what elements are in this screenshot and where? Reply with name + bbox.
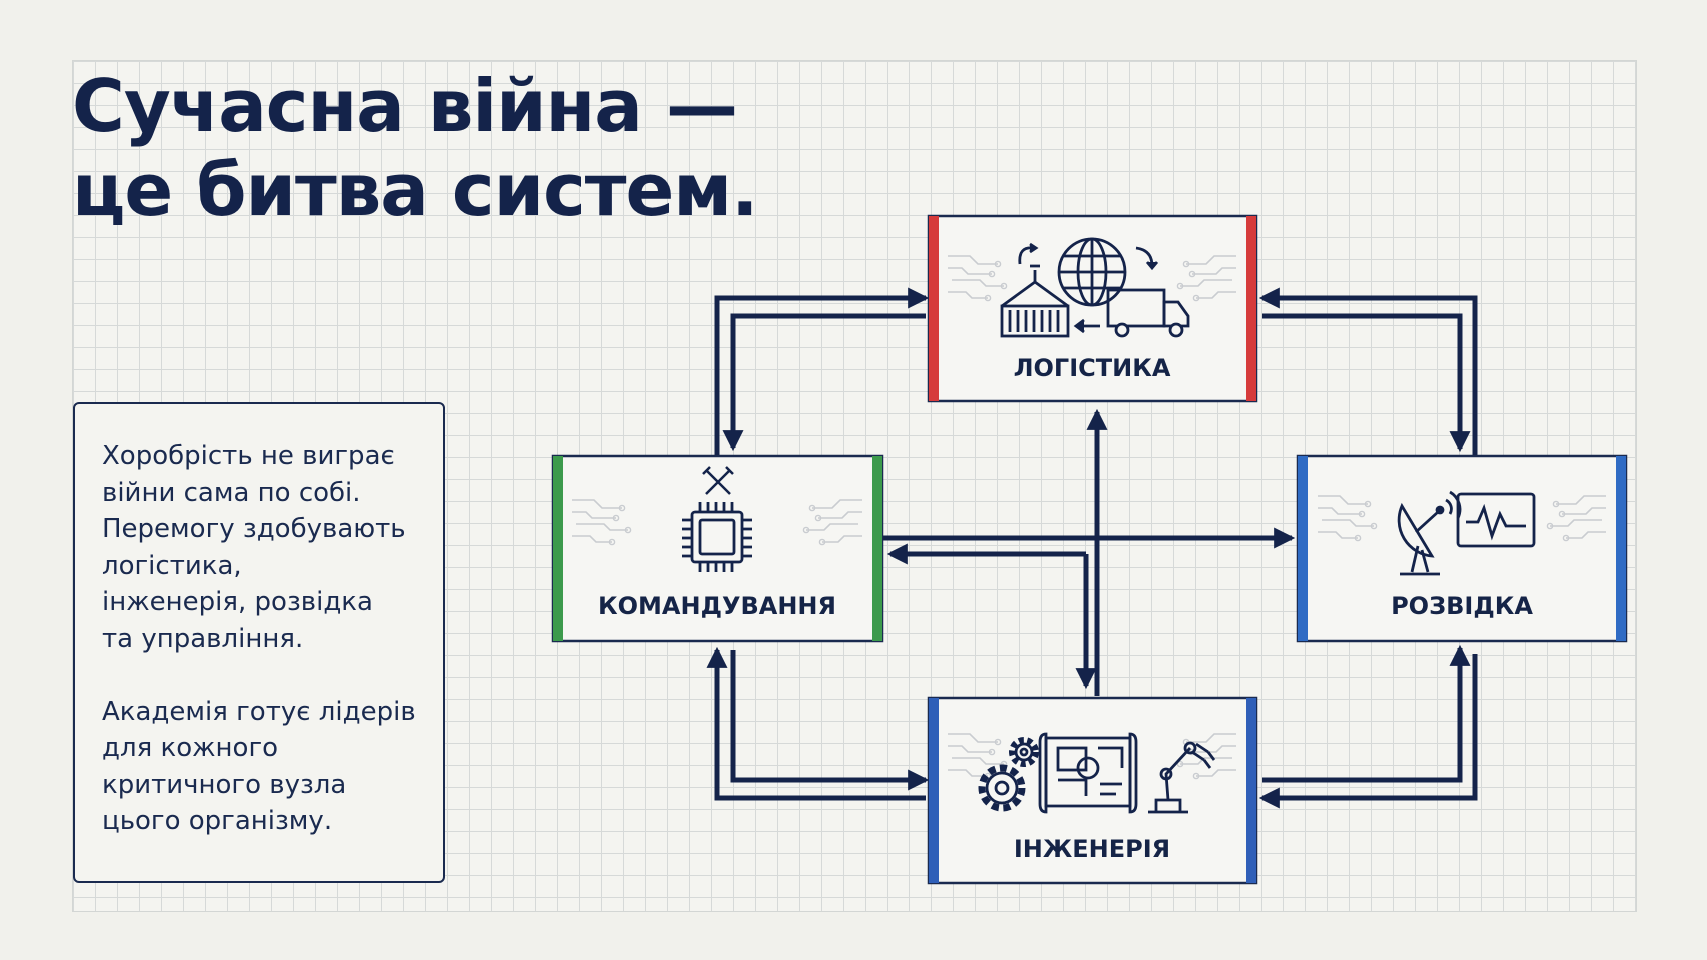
command-accent-right — [872, 456, 882, 641]
robot-arm-icon — [1148, 741, 1216, 814]
node-intelligence[interactable]: РОЗВІДКА — [1296, 454, 1628, 643]
description-paragraph-2: Академія готує лідерів для кожного крити… — [102, 694, 419, 840]
description-line: Хоробрість не виграє — [102, 441, 395, 471]
intelligence-accent-right — [1616, 456, 1626, 641]
logistics-accent-left — [929, 216, 939, 401]
node-engineering[interactable]: ІНЖЕНЕРІЯ — [927, 696, 1258, 885]
arrow-intelligence-to-logistics — [1258, 287, 1478, 456]
arrow-logistics-to-intelligence — [1262, 313, 1471, 453]
globe-icon — [1057, 237, 1159, 307]
description-line: логістика, — [102, 550, 242, 581]
description-line: критичного вузла — [102, 769, 347, 800]
signal-monitor-icon — [1456, 492, 1536, 548]
engineering-accent-right — [1246, 698, 1256, 883]
title-line-2: це битва систем. — [72, 148, 759, 232]
page-title: Сучасна війна — це битва систем. — [72, 64, 759, 232]
description-line: та управління. — [102, 623, 304, 654]
description-line: цього організму. — [102, 806, 333, 837]
description-paragraph-1: Хоробрість не виграє війни сама по собі.… — [102, 438, 419, 658]
arrow-intelligence-to-engineering — [1258, 654, 1478, 809]
description-line: інженерія, розвідка — [102, 587, 373, 618]
arrow-command-to-engineering — [730, 650, 930, 791]
description-line: для кожного — [102, 733, 279, 764]
node-logistics[interactable]: ЛОГІСТИКА — [927, 214, 1258, 403]
description-line: Перемогу здобувають — [102, 514, 406, 545]
description-panel: Хоробрість не виграє війни сама по собі.… — [73, 402, 445, 883]
logistics-accent-right — [1246, 216, 1256, 401]
node-label-intelligence: РОЗВІДКА — [1391, 592, 1533, 620]
blueprint-icon — [1038, 732, 1138, 814]
connector-arrows — [706, 287, 1478, 809]
node-label-command: КОМАНДУВАННЯ — [598, 592, 836, 620]
node-label-engineering: ІНЖЕНЕРІЯ — [1014, 835, 1170, 863]
arrow-logistics-to-command — [722, 313, 926, 452]
satellite-dish-icon — [1397, 490, 1462, 576]
chip-icon — [682, 502, 752, 572]
arrow-engineering-to-intelligence — [1262, 644, 1471, 783]
engineering-accent-left — [929, 698, 939, 883]
intelligence-accent-left — [1298, 456, 1308, 641]
arrow-command-to-logistics — [714, 287, 930, 456]
node-command[interactable]: КОМАНДУВАННЯ — [551, 454, 884, 643]
gears-icon — [978, 737, 1039, 812]
truck-icon — [1073, 288, 1190, 338]
description-line: Академія готує лідерів — [102, 696, 416, 727]
container-crane-icon — [1000, 242, 1070, 338]
arrow-engineering-to-command — [706, 646, 926, 801]
crossed-swords-icon — [702, 466, 734, 495]
node-label-logistics: ЛОГІСТИКА — [1014, 354, 1171, 382]
title-line-1: Сучасна війна — — [72, 64, 738, 148]
command-accent-left — [553, 456, 563, 641]
description-line: війни сама по собі. — [102, 477, 361, 508]
